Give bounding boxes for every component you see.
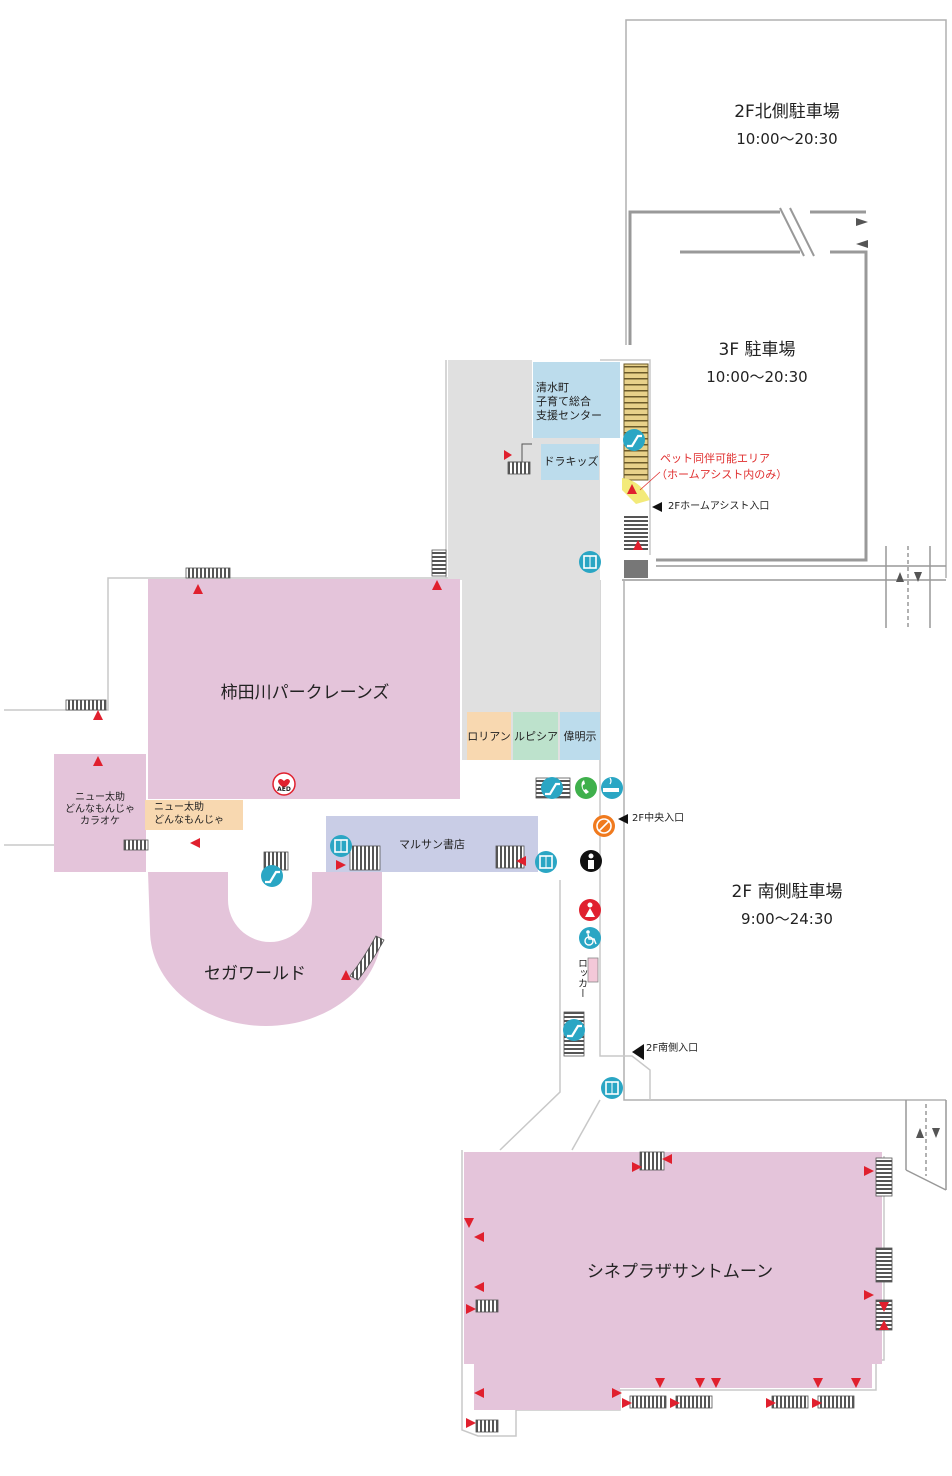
north-parking-name: 2F北側駐車場	[734, 102, 840, 122]
pet-area-line-2: （ホームアシスト内のみ）	[656, 468, 788, 481]
womens-toilet-icon[interactable]	[579, 899, 601, 921]
shimizu-line-3: 支援センター	[536, 409, 602, 422]
shimizu-line-1: 清水町	[536, 381, 569, 394]
lupicia-label: ルピシア	[514, 730, 558, 743]
third-parking-hours: 10:00〜20:30	[706, 368, 808, 386]
pet-area-line-1: ペット同伴可能エリア	[660, 452, 770, 465]
cineplaza-label: シネプラザサントムーン	[586, 1262, 774, 1282]
elevator-icon[interactable]	[535, 851, 557, 873]
imeiji-shop[interactable]	[560, 712, 600, 760]
lupicia-shop[interactable]	[513, 712, 558, 760]
karaoke-line-2: どんなもんじゃ	[65, 804, 135, 815]
lorian-shop[interactable]	[467, 712, 511, 760]
drakids-label: ドラキッズ	[543, 455, 599, 468]
sega-label: セガワールド	[204, 964, 306, 984]
south-parking-name: 2F 南側駐車場	[731, 882, 843, 902]
kakitagawa-shop[interactable]	[148, 579, 460, 799]
entrance-homeassist[interactable]: 2Fホームアシスト入口	[668, 501, 770, 512]
south-parking	[623, 580, 946, 1101]
karaoke-line-1: ニュー太助	[75, 792, 125, 803]
aed-label: AED	[277, 786, 291, 793]
phone-icon[interactable]	[575, 777, 597, 799]
entrance-central[interactable]: 2F中央入口	[632, 813, 685, 824]
homeassist-escalator	[623, 363, 649, 481]
ramp-arrows	[856, 218, 868, 248]
pet-area	[622, 478, 650, 504]
third-parking	[628, 207, 868, 562]
newtaisuke-line-2: どんなもんじゃ	[154, 815, 224, 826]
marusan-label: マルサン書店	[399, 838, 465, 851]
stairs-group	[65, 443, 893, 1433]
mens-toilet-icon[interactable]	[580, 850, 602, 872]
escalator-icon[interactable]	[563, 1019, 585, 1041]
newtaisuke-line-1: ニュー太助	[154, 802, 204, 813]
homeassist-block	[624, 560, 648, 578]
shimizu-center[interactable]	[533, 362, 620, 438]
south-parking-hours: 9:00〜24:30	[741, 910, 833, 928]
cineplaza-shop[interactable]	[464, 1152, 882, 1364]
imeiji-label: 偉明示	[563, 730, 597, 743]
escalator-icon[interactable]	[541, 777, 563, 799]
aed-icon[interactable]	[272, 772, 296, 796]
kakitagawa-label: 柿田川パークレーンズ	[220, 683, 390, 703]
entrance-arrow-icon	[618, 502, 662, 1060]
connector-arrows	[896, 572, 922, 582]
sega-shop[interactable]	[148, 872, 382, 1026]
no-pets-icon[interactable]	[593, 815, 615, 837]
third-parking-name: 3F 駐車場	[718, 340, 796, 360]
north-parking-hours: 10:00〜20:30	[736, 130, 838, 148]
elevator-icon[interactable]	[579, 551, 601, 573]
exit-markers	[93, 450, 889, 1428]
karaoke-line-3: カラオケ	[80, 816, 120, 827]
elevator-icon[interactable]	[601, 1077, 623, 1099]
parking-connector	[622, 546, 946, 628]
lower-ramp	[905, 1100, 947, 1191]
newtaisuke-shop[interactable]	[145, 800, 243, 830]
elevator-icon[interactable]	[330, 835, 352, 857]
entrance-south[interactable]: 2F南側入口	[646, 1043, 699, 1054]
escalator-icon[interactable]	[623, 429, 645, 451]
drakids-shop[interactable]	[541, 444, 599, 480]
locker-box[interactable]	[587, 957, 599, 983]
cineplaza-shop-lower	[474, 1360, 872, 1410]
wheelchair-icon[interactable]	[579, 927, 601, 949]
smoking-icon[interactable]	[601, 777, 623, 799]
pet-callout-line	[639, 471, 661, 491]
newtaisuke-karaoke-shop[interactable]	[54, 754, 146, 872]
lorian-label: ロリアン	[467, 730, 511, 743]
gray-area	[448, 360, 600, 760]
lower-ramp-arrows	[916, 1128, 940, 1138]
north-parking	[625, 19, 947, 578]
shimizu-line-2: 子育て総合	[536, 395, 591, 408]
escalator-icon[interactable]	[261, 865, 283, 887]
locker-label: ロッカー	[575, 958, 587, 998]
